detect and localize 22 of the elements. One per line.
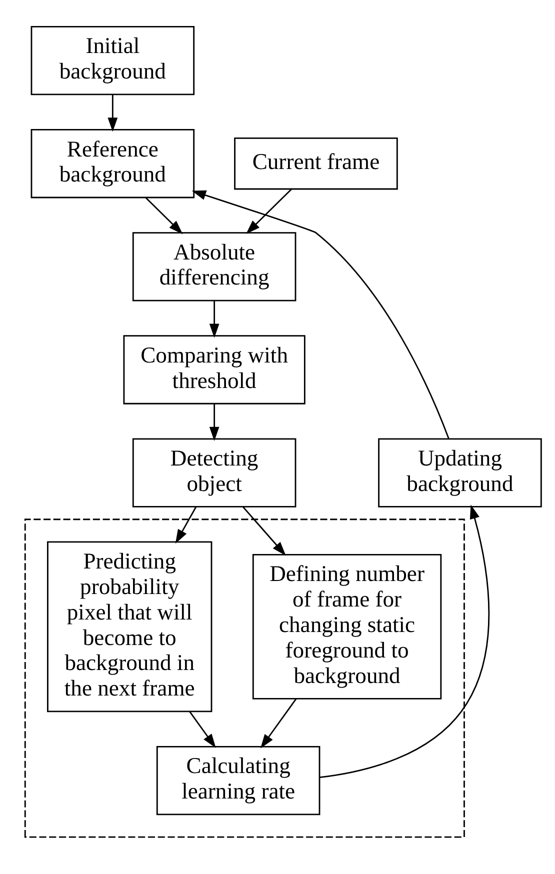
- arrow: [260, 698, 297, 748]
- node-box: Calculating learning rate: [156, 746, 320, 815]
- node-box: Updating background: [378, 438, 542, 507]
- node-box: Absolute differencing: [132, 232, 296, 301]
- node-box: Predicting probability pixel that will become to background in the next frame: [47, 540, 212, 712]
- arrow: [175, 506, 197, 544]
- arrow: [209, 403, 220, 440]
- node-box: Initial background: [30, 25, 195, 95]
- arrow: [189, 710, 216, 748]
- arrow: [209, 300, 220, 338]
- node-box: Defining number of frame for changing static foreground to background: [252, 553, 442, 699]
- arrow: [192, 190, 450, 438]
- cluster: [24, 518, 465, 838]
- arrow: [145, 196, 183, 234]
- node-box: Detecting object: [132, 438, 296, 507]
- arrow: [320, 504, 490, 778]
- arrow: [242, 506, 286, 556]
- arrow: [246, 188, 292, 234]
- node-box: Reference background: [30, 128, 195, 198]
- node-box: Comparing with threshold: [123, 334, 306, 404]
- arrow: [108, 94, 118, 132]
- node-box: Current frame: [234, 136, 398, 190]
